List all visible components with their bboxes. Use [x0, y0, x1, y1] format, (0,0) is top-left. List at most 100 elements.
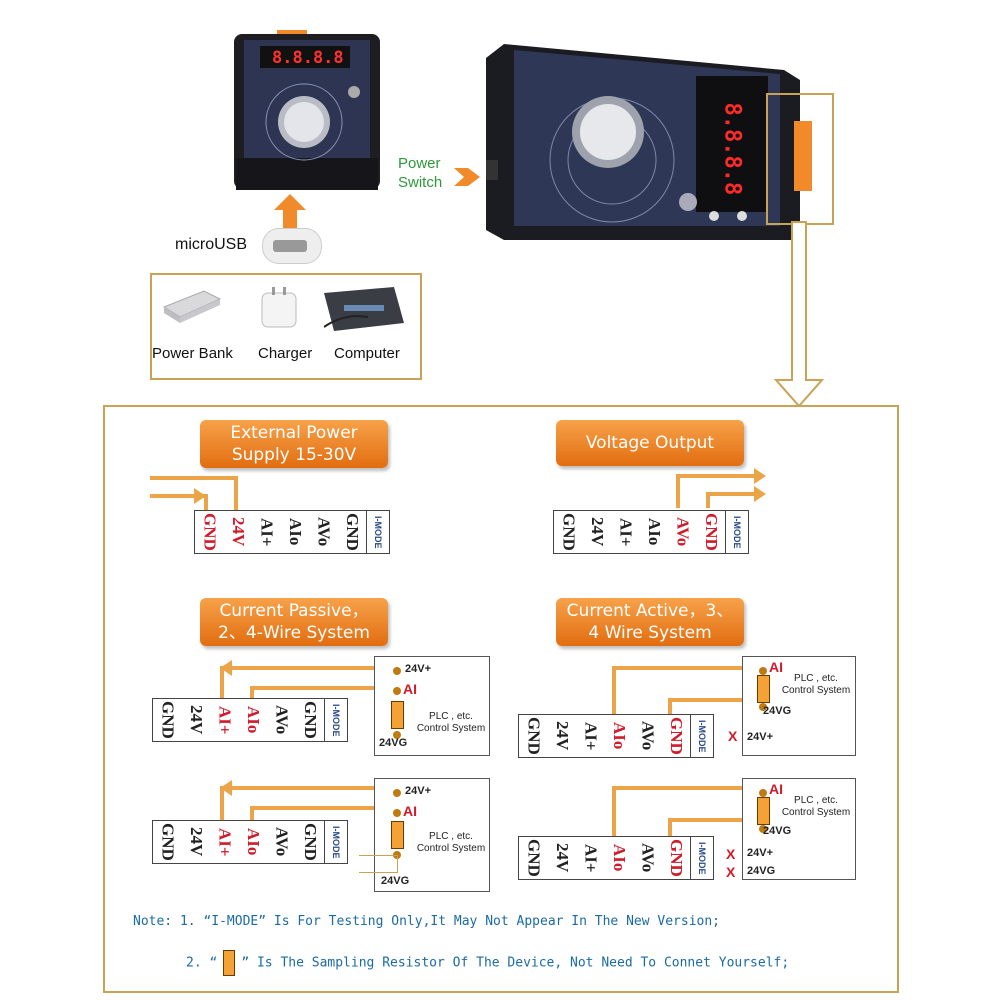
- imode-label: I-MODE: [324, 699, 347, 741]
- disconnected-x-mark: X: [726, 864, 736, 880]
- terminal-avo: AVo: [314, 517, 334, 547]
- terminal-dot: [759, 825, 767, 833]
- disconnected-x-mark: X: [728, 728, 738, 744]
- small-display: 8.8.8.8: [272, 48, 344, 68]
- terminal-24v: 24V: [186, 827, 206, 857]
- terminal-dot: [393, 667, 401, 675]
- v24g-label: 24VG: [763, 825, 792, 837]
- large-device: 8.8.8.8: [484, 40, 804, 245]
- large-display: 8.8.8.8: [719, 102, 745, 196]
- terminal-dot: [759, 667, 767, 675]
- sampling-resistor-icon: [391, 701, 404, 729]
- microusb-label: microUSB: [175, 236, 248, 253]
- terminal-dot: [759, 789, 767, 797]
- v24g-label: 24VG: [379, 737, 408, 749]
- ai-label: AI: [403, 803, 417, 819]
- terminal-24v: 24V: [186, 705, 206, 735]
- terminal-gnd: GND: [158, 823, 178, 861]
- terminal-dot: [393, 687, 401, 695]
- terminal-ai-plus: AI+: [215, 705, 235, 735]
- note-line-2-prefix: 2. “: [186, 955, 218, 971]
- terminal-gnd-2: GND: [342, 513, 362, 551]
- external-power-terminal: GND 24V AI+ AIo AVo GND I-MODE: [194, 510, 390, 554]
- terminal-aio: AIo: [609, 722, 629, 750]
- note-line-1: Note: 1. “I-MODE” Is For Testing Only,It…: [133, 914, 720, 929]
- terminal-highlight-box: [766, 93, 834, 225]
- sampling-resistor-icon: [391, 821, 404, 849]
- down-arrow: [774, 221, 825, 408]
- terminal-dot: [393, 789, 401, 797]
- ai-label: AI: [769, 781, 783, 797]
- usb-plug-icon: [262, 228, 322, 264]
- computer-icon: [323, 283, 404, 335]
- current-passive-title: Current Passive， 2、4-Wire System: [200, 598, 388, 646]
- sampling-resistor-icon: [223, 950, 236, 976]
- plc-system-label: PLC , etc. Control System: [781, 795, 851, 818]
- terminal-ai-plus: AI+: [581, 721, 601, 751]
- usb-up-arrow: [274, 194, 306, 230]
- terminal-aio: AIo: [609, 844, 629, 872]
- terminal-avo: AVo: [673, 517, 693, 547]
- terminal-block-icon: [794, 121, 812, 191]
- plc-box-passive-a: 24V+ AI 24VG PLC , etc. Control System: [374, 656, 490, 756]
- v24-plus-label: 24V+: [405, 785, 431, 797]
- terminal-ai-plus: AI+: [257, 517, 277, 547]
- terminal-dot: [393, 809, 401, 817]
- note-line-2-suffix: ” Is The Sampling Resistor Of The Device…: [241, 955, 790, 971]
- plc-box-active-a: AI 24VG 24V+ PLC , etc. Control System: [742, 656, 856, 756]
- terminal-gnd: GND: [158, 701, 178, 739]
- charger-label: Charger: [258, 345, 313, 362]
- sampling-resistor-icon: [757, 675, 770, 703]
- terminal-aio: AIo: [243, 828, 263, 856]
- small-device-graphic: [234, 28, 380, 190]
- terminal-ai-plus: AI+: [215, 827, 235, 857]
- power-sources-box: Power Bank Charger Computer: [150, 273, 422, 380]
- plc-system-label: PLC , etc. Control System: [416, 831, 486, 854]
- power-switch-label: Power Switch: [398, 155, 443, 191]
- v24g-label-2: 24VG: [747, 865, 776, 877]
- active-b-terminal: GND 24V AI+ AIo AVo GND I-MODE: [518, 836, 714, 880]
- imode-label: I-MODE: [690, 715, 713, 757]
- power-bank-label: Power Bank: [152, 345, 233, 362]
- power-switch-arrow: [454, 168, 480, 186]
- voltage-output-title: Voltage Output: [556, 420, 744, 466]
- terminal-avo: AVo: [272, 705, 292, 735]
- ai-label: AI: [403, 681, 417, 697]
- charger-icon: [256, 285, 302, 331]
- terminal-aio: AIo: [285, 518, 305, 546]
- passive-a-terminal: GND 24V AI+ AIo AVo GND I-MODE: [152, 698, 348, 742]
- voltage-output-wires: [676, 468, 766, 508]
- active-a-terminal: GND 24V AI+ AIo AVo GND I-MODE: [518, 714, 714, 758]
- terminal-gnd-2: GND: [666, 839, 686, 877]
- plc-system-label: PLC , etc. Control System: [781, 673, 851, 696]
- external-power-title: External Power Supply 15-30V: [200, 420, 388, 468]
- active-b-wires: [612, 780, 754, 838]
- terminal-24v: 24V: [552, 843, 572, 873]
- plc-box-active-b: AI 24VG 24V+ 24VG PLC , etc. Control Sys…: [742, 778, 856, 880]
- terminal-gnd-2: GND: [300, 823, 320, 861]
- voltage-output-terminal: GND 24V AI+ AIo AVo GND I-MODE: [553, 510, 749, 554]
- terminal-24v: 24V: [228, 517, 248, 547]
- sampling-resistor-icon: [757, 797, 770, 825]
- passive-b-terminal: GND 24V AI+ AIo AVo GND I-MODE: [152, 820, 348, 864]
- v24-plus-label: 24V+: [747, 847, 773, 859]
- disconnected-x-mark: X: [726, 846, 736, 862]
- v24g-label: 24VG: [763, 705, 792, 717]
- plc-box-passive-b: 24V+ AI 24VG PLC , etc. Control System: [359, 778, 490, 892]
- external-power-wires: [150, 476, 238, 510]
- terminal-gnd: GND: [524, 839, 544, 877]
- current-active-title: Current Active，3、 4 Wire System: [556, 598, 744, 646]
- terminal-ai-plus: AI+: [616, 517, 636, 547]
- terminal-gnd: GND: [559, 513, 579, 551]
- v24-plus-label: 24V+: [747, 731, 773, 743]
- terminal-dot: [759, 703, 767, 711]
- terminal-gnd-2: GND: [701, 513, 721, 551]
- terminal-avo: AVo: [638, 843, 658, 873]
- imode-label: I-MODE: [690, 837, 713, 879]
- imode-label: I-MODE: [324, 821, 347, 863]
- note-line-2: 2. “ ” Is The Sampling Resistor Of The De…: [186, 950, 789, 976]
- terminal-aio: AIo: [644, 518, 664, 546]
- terminal-gnd: GND: [200, 513, 220, 551]
- computer-label: Computer: [334, 345, 400, 362]
- terminal-gnd-2: GND: [300, 701, 320, 739]
